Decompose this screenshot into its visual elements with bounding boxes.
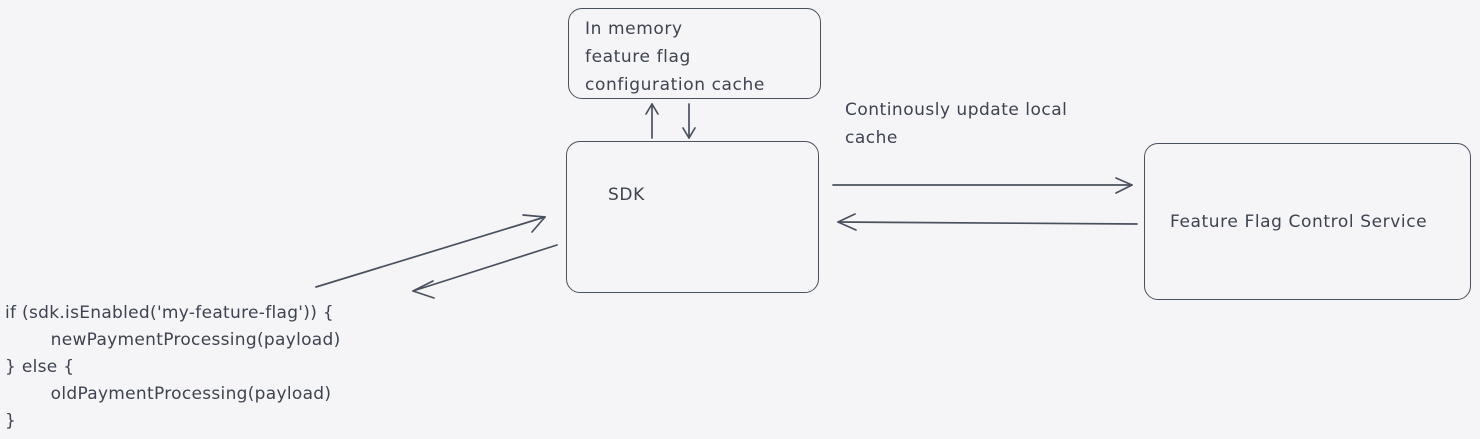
node-sdk-label: SDK [608,185,645,205]
edge-cache-to-sdk-write [682,103,696,139]
edge-label-continuous-update: Continously update local cache [845,100,1068,148]
node-cache[interactable] [568,8,821,99]
node-feature-flag-control-service[interactable] [1144,143,1471,300]
code-snippet: if (sdk.isEnabled('my-feature-flag')) { … [5,303,341,431]
edge-service-to-sdk-response [837,213,1138,231]
node-sdk[interactable] [566,141,819,293]
edge-sdk-to-code-return [412,244,558,299]
edge-sdk-to-service-request [832,177,1133,194]
node-feature-flag-control-service-label: Feature Flag Control Service [1170,212,1428,232]
edge-code-to-sdk-call [315,214,546,288]
node-cache-label: In memory feature flag configuration cac… [585,19,765,95]
edge-sdk-to-cache-read [645,103,659,139]
